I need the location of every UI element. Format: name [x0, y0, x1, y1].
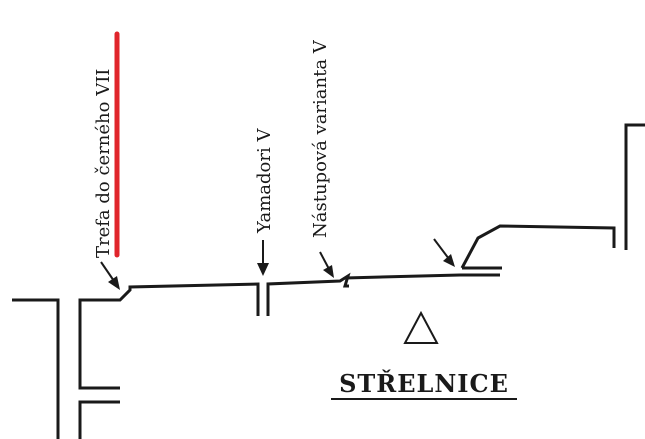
route-label-yamadori: Yamadori V: [254, 128, 275, 234]
sector-triangle-icon: [403, 310, 439, 344]
left-inner-wall: [78, 400, 120, 439]
rock-outline: [12, 123, 645, 439]
left-inner-wall-lower: [78, 298, 120, 390]
main-ledge-right: [344, 273, 500, 280]
overhang-block: [460, 224, 616, 269]
sector-name: STŘELNICE: [339, 369, 509, 398]
arrow-trefa-icon: [100, 261, 120, 290]
arrow-yamadori-icon: [257, 240, 269, 276]
route-label-nastupova: Nástupová varianta V: [310, 39, 331, 238]
main-ledge-left: [105, 282, 260, 316]
main-ledge-middle: [266, 272, 351, 316]
right-wall: [624, 123, 645, 250]
arrow-right-route-icon: [433, 238, 455, 267]
route-label-trefa: Trefa do černého VII: [93, 69, 114, 258]
left-wall-segment: [12, 298, 60, 439]
arrow-nastupova-icon: [319, 251, 334, 278]
